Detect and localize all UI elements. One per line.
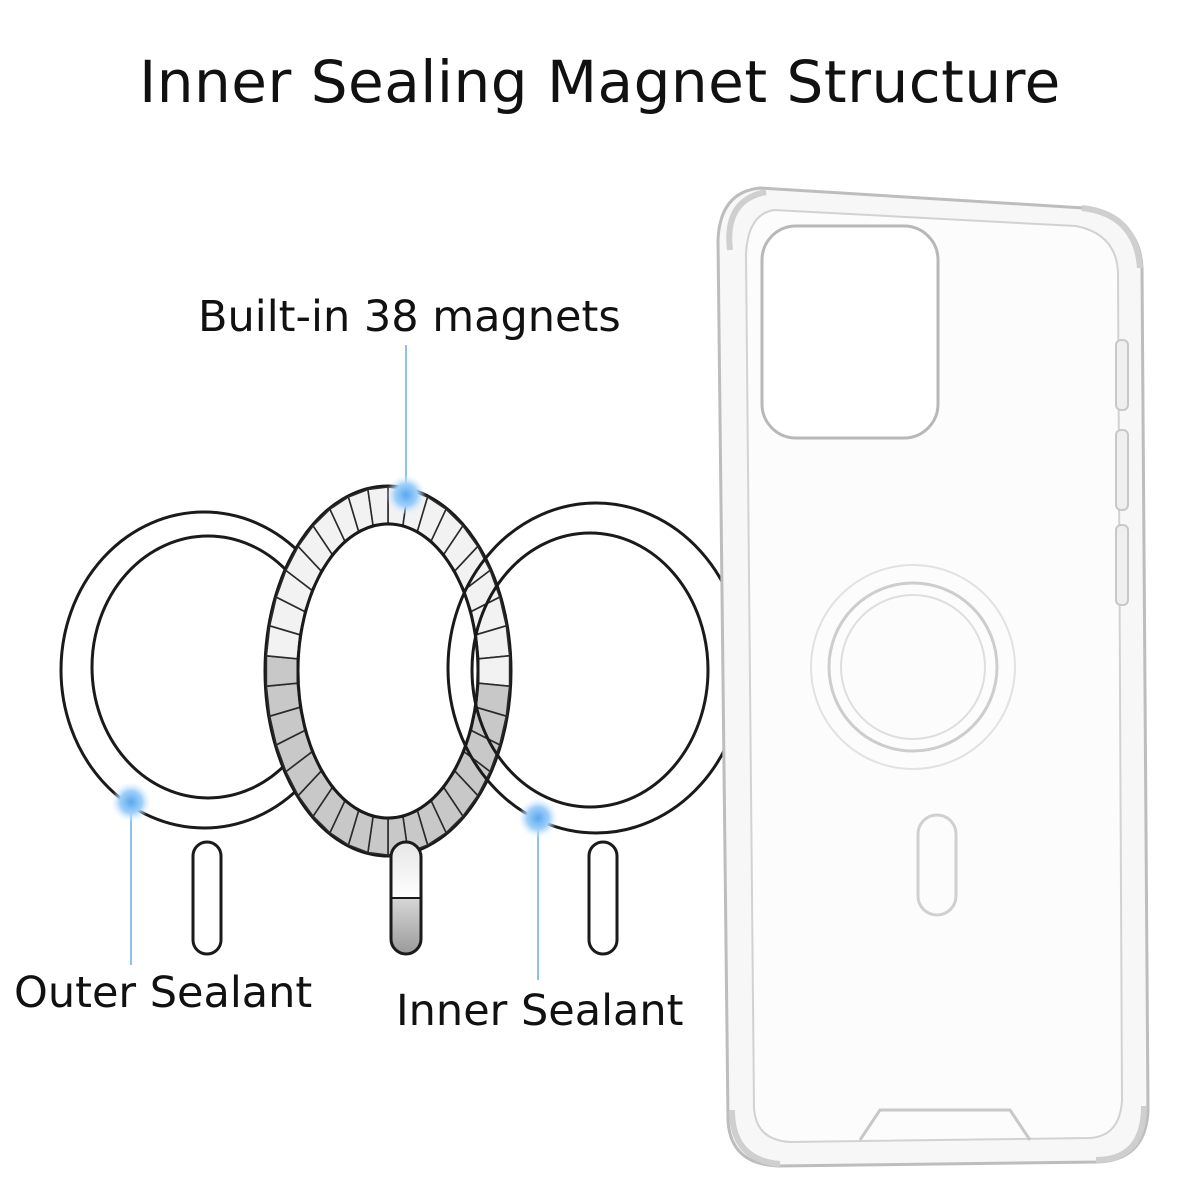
magnet-ring: [263, 484, 513, 858]
case-inner-shell: [744, 208, 1124, 1144]
side-button-2: [1115, 429, 1129, 511]
case-bottom-port: [858, 1108, 1032, 1141]
inner-pill-piece: [587, 840, 619, 956]
outer-sealant-label: Outer Sealant: [14, 968, 313, 1018]
bumper-top-right: [1081, 205, 1143, 269]
page-title: Inner Sealing Magnet Structure: [139, 48, 1061, 116]
magnet-segment: [265, 654, 299, 688]
side-button-1: [1115, 339, 1129, 411]
inner-sealant-label: Inner Sealant: [396, 986, 684, 1036]
camera-cutout: [760, 224, 940, 440]
case-magsafe-outer-ring: [810, 564, 1016, 770]
magnets-callout-label: Built-in 38 magnets: [198, 292, 621, 342]
magnets-dot-icon: [386, 475, 426, 515]
inner-sealant-dot-icon: [518, 798, 558, 838]
bumper-top-left: [726, 189, 767, 251]
outer-pill-piece: [191, 840, 223, 956]
magnet-segment: [477, 654, 511, 688]
case-magsafe-slot: [916, 813, 958, 917]
clear-phone-case: [716, 186, 1150, 1168]
bumper-bottom-left: [729, 1109, 781, 1167]
outer-sealant-dot-icon: [111, 782, 151, 822]
bumper-bottom-right: [1095, 1105, 1147, 1163]
side-button-3: [1115, 524, 1129, 606]
case-magsafe-inner: [840, 594, 986, 740]
case-magsafe-ring: [827, 581, 999, 753]
